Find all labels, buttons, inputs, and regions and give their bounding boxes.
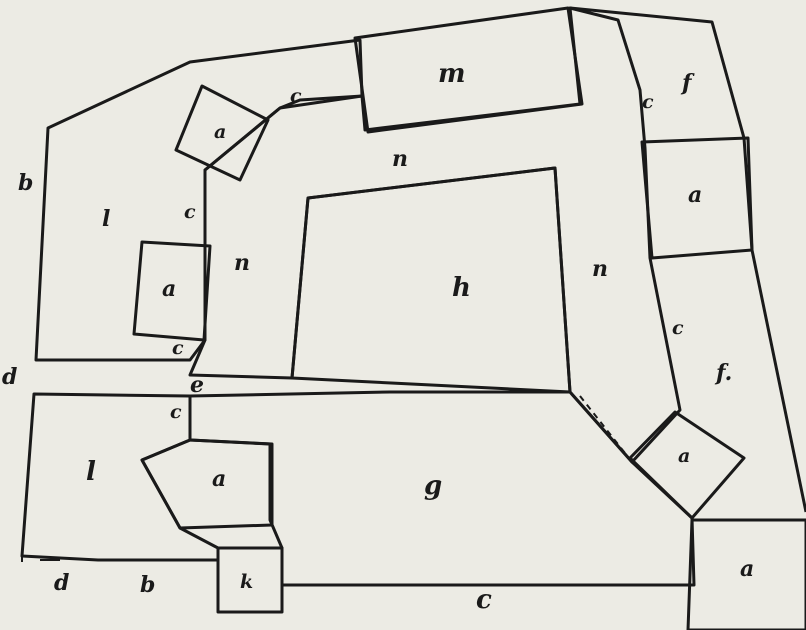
label-a-bottom-right: a (740, 556, 754, 582)
bastion-a-left (132, 240, 212, 342)
bastion-a-bottom-right (686, 518, 806, 630)
label-c-left-upper: c (184, 201, 196, 223)
label-l-lower: l (86, 457, 96, 487)
label-c-right-mid: c (672, 317, 684, 339)
label-c-bottom: c (476, 585, 492, 615)
bastion-a-lower-left (140, 438, 274, 530)
label-a-lower-left: a (212, 466, 226, 492)
connector-dashes (579, 395, 633, 463)
label-b-bottom: b (140, 572, 155, 598)
label-b: b (18, 170, 33, 196)
label-a-diamond: a (678, 445, 690, 467)
label-c-left-lower: c (172, 337, 184, 359)
label-g: g (424, 471, 442, 501)
label-n-top: n (392, 146, 408, 172)
bastion-a-top-left (174, 84, 270, 182)
label-d-left: d (2, 364, 17, 390)
label-c-top: c (290, 85, 302, 107)
bastion-a-diamond (628, 410, 746, 520)
label-c-left-bottom: c (170, 401, 182, 423)
label-a-right: a (688, 182, 702, 208)
label-c-top-right: c (642, 91, 654, 113)
label-n-right: n (592, 256, 608, 282)
outline-f (569, 6, 806, 513)
label-d-bottom: d (54, 570, 69, 596)
region-l-upper (34, 38, 364, 362)
label-m: m (438, 59, 466, 89)
label-k: k (240, 571, 253, 593)
label-f-right: f. (714, 360, 732, 386)
courtyard-h (290, 166, 572, 394)
label-a-top-left: a (214, 121, 226, 143)
bastion-k (216, 546, 284, 614)
region-m (353, 6, 584, 134)
label-a-left: a (162, 276, 176, 302)
label-n-left: n (234, 250, 250, 276)
label-l-upper: l (102, 206, 110, 232)
label-f-top: f (680, 70, 695, 96)
label-e: e (190, 372, 204, 398)
label-h: h (452, 273, 471, 303)
